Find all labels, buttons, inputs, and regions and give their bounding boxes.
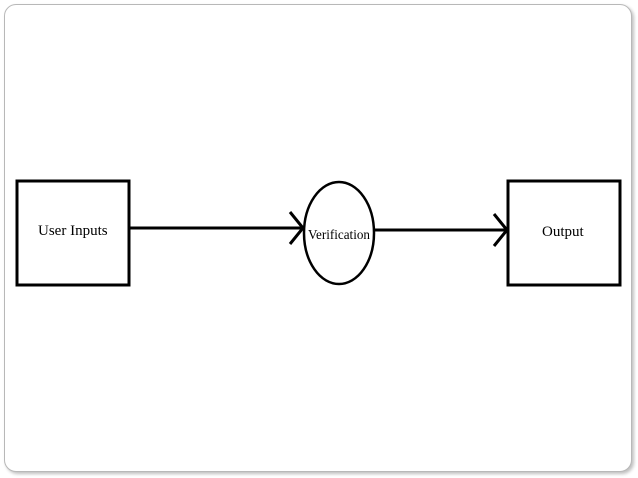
node-output-label: Output — [542, 224, 585, 240]
node-user-inputs-label: User Inputs — [38, 223, 108, 239]
node-verification-label: Verification — [308, 228, 370, 243]
edge-verification-to-output — [374, 213, 509, 247]
node-user-inputs: User Inputs — [15, 179, 131, 287]
node-output: Output — [506, 179, 622, 287]
node-user-inputs-box — [15, 179, 131, 287]
edge-user-inputs-to-verification — [130, 211, 305, 245]
node-verification: Verification — [302, 180, 376, 286]
node-output-box — [506, 179, 622, 287]
node-verification-circle — [302, 180, 376, 286]
